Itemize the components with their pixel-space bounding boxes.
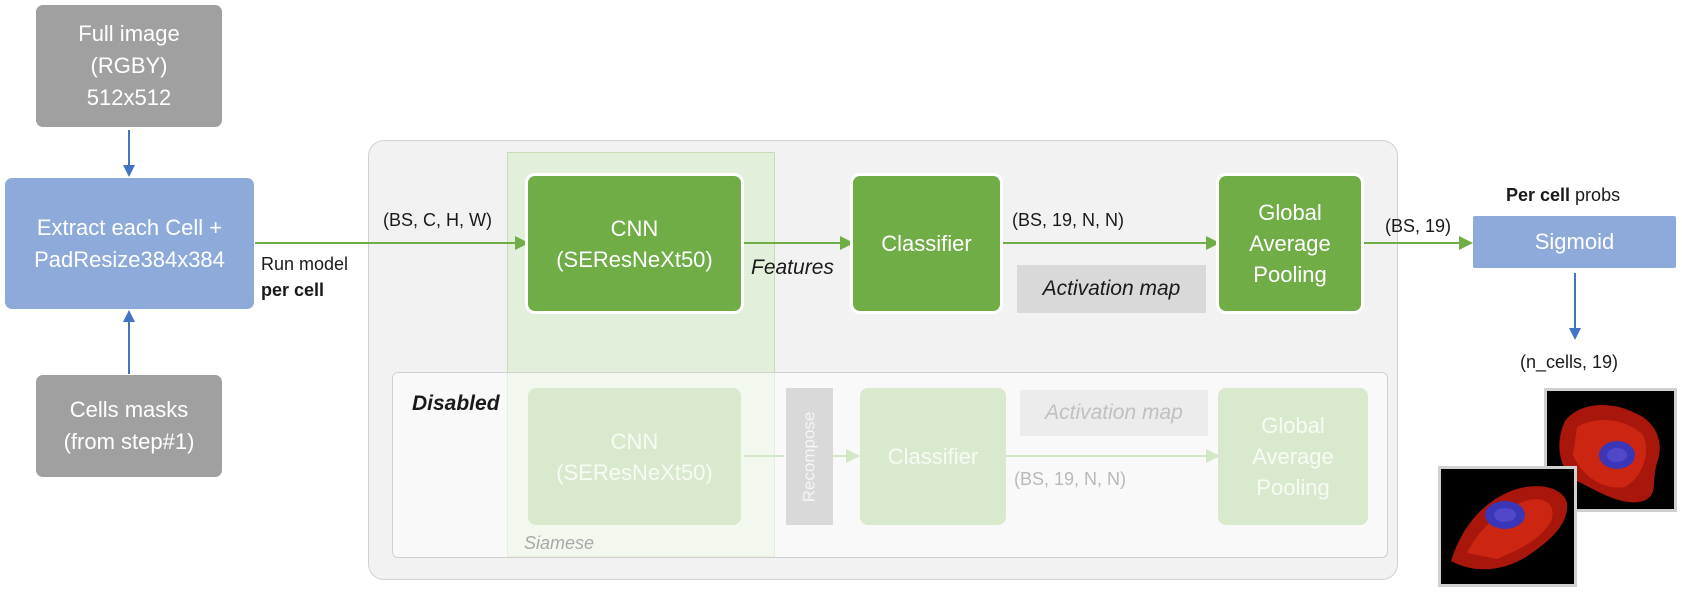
disabled-activation-map-box: Activation map <box>1020 390 1208 436</box>
disabled-gap-line-3: Pooling <box>1256 475 1330 500</box>
gap-line-3: Pooling <box>1253 262 1327 287</box>
disabled-classifier-block: Classifier <box>860 388 1006 525</box>
disabled-activation-map-label: Activation map <box>1045 401 1183 424</box>
input-shape-label: (BS, C, H, W) <box>383 210 492 230</box>
cell-microscopy-image <box>1451 486 1568 570</box>
disabled-cnn-line-2: (SEResNeXt50) <box>556 459 713 485</box>
full-image-line-3: 512x512 <box>86 85 172 110</box>
per-cell-probs-rest: probs <box>1570 185 1621 205</box>
cells-masks-line-2: (from step#1) <box>63 429 195 454</box>
extract-line-2: PadResize384x384 <box>34 246 225 272</box>
disabled-gap-line-1: Global <box>1261 413 1325 438</box>
full-image-line-1: Full image <box>78 21 180 46</box>
cell-microscopy-image <box>1559 404 1660 503</box>
disabled-gap-block: Global Average Pooling <box>1218 388 1368 525</box>
full-image-line-2: (RGBY) <box>90 53 168 78</box>
siamese-label: Siamese <box>524 533 595 553</box>
sigmoid-block: Sigmoid <box>1473 216 1676 268</box>
gap-line-2: Average <box>1249 231 1331 256</box>
run-model-label: Run model <box>261 254 349 274</box>
extract-line-1: Extract each Cell + <box>36 214 223 240</box>
features-label: Features <box>751 256 834 279</box>
per-cell-probs-label: Per cell probs <box>1506 185 1620 206</box>
output-shape-label: (n_cells, 19) <box>1520 352 1619 372</box>
disabled-title: Disabled <box>412 392 500 415</box>
cells-masks-block: Cells masks (from step#1) <box>36 375 222 477</box>
cells-masks-line-1: Cells masks <box>69 397 189 422</box>
gap-block: Global Average Pooling <box>1216 173 1364 314</box>
cnn-block: CNN (SEResNeXt50) <box>525 173 744 314</box>
disabled-gap-line-2: Average <box>1252 444 1334 469</box>
disabled-shape-label: (BS, 19, N, N) <box>1014 469 1127 489</box>
pool-shape-label: (BS, 19) <box>1385 216 1452 236</box>
cnn-line-2: (SEResNeXt50) <box>556 246 713 272</box>
cell-image-front <box>1438 466 1577 587</box>
classifier-label: Classifier <box>881 231 972 256</box>
disabled-cnn-line-1: CNN <box>610 428 659 454</box>
classifier-block: Classifier <box>850 173 1003 314</box>
per-cell-probs-bold: Per cell <box>1506 185 1571 205</box>
classifier-shape-label: (BS, 19, N, N) <box>1012 210 1125 230</box>
activation-map-box: Activation map <box>1017 265 1206 313</box>
recompose-block: Recompose <box>786 388 833 525</box>
per-cell-label: per cell <box>261 280 325 300</box>
sigmoid-label: Sigmoid <box>1534 229 1615 254</box>
cell-image-back <box>1544 388 1677 512</box>
cnn-line-1: CNN <box>610 215 659 241</box>
recompose-label: Recompose <box>799 411 819 502</box>
full-image-block: Full image (RGBY) 512x512 <box>36 5 222 127</box>
disabled-cnn-block: CNN (SEResNeXt50) <box>528 388 741 525</box>
activation-map-label: Activation map <box>1042 277 1181 300</box>
gap-line-1: Global <box>1258 200 1322 225</box>
extract-cell-block: Extract each Cell + PadResize384x384 <box>5 178 254 309</box>
disabled-classifier-label: Classifier <box>887 444 979 469</box>
